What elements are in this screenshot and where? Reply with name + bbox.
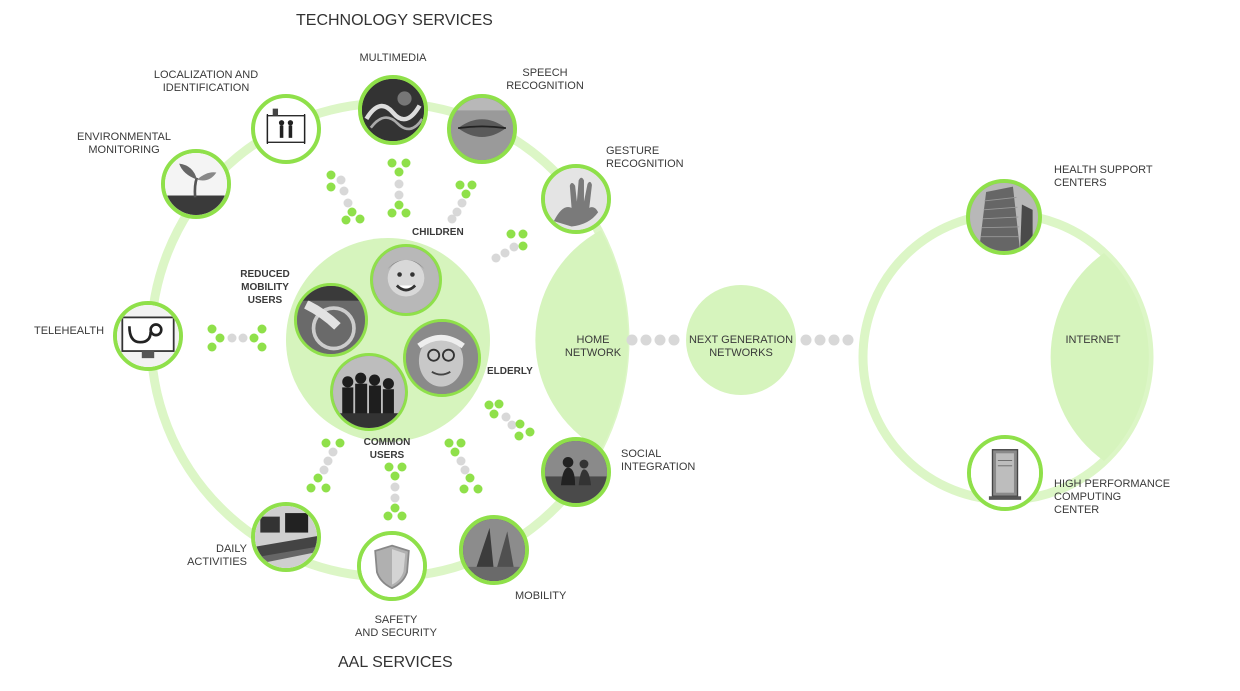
label-line: RECOGNITION <box>506 80 584 92</box>
localization-label: LOCALIZATION AND IDENTIFICATION <box>150 69 262 95</box>
safety-label: SAFETY AND SECURITY <box>346 614 446 640</box>
children-label: CHILDREN <box>412 226 464 239</box>
label-line: USERS <box>247 295 283 306</box>
connector-social <box>484 399 535 441</box>
network-connector-left <box>626 334 680 346</box>
label-line: HOME <box>576 334 610 346</box>
daily-activities-label: DAILY ACTIVITIES <box>180 543 247 569</box>
label-line: INTEGRATION <box>621 461 696 473</box>
label-line: SAFETY <box>374 614 418 626</box>
elderly-label: ELDERLY <box>487 365 533 378</box>
label-line: RECOGNITION <box>606 158 684 170</box>
label-line: COMPUTING <box>1054 491 1122 503</box>
social-label: SOCIAL INTEGRATION <box>621 448 695 474</box>
mobility-label: MOBILITY <box>515 590 566 603</box>
connector-mobility <box>444 438 483 494</box>
telehealth-icon <box>113 301 183 371</box>
elderly-photo <box>403 319 481 397</box>
aal-services-title: AAL SERVICES <box>338 654 453 671</box>
connector-speech <box>447 180 477 224</box>
label-line: HEALTH SUPPORT <box>1054 164 1153 176</box>
label-line: DAILY <box>216 543 247 555</box>
connector-localization <box>326 170 365 225</box>
speech-label: SPEECH RECOGNITION <box>500 67 590 93</box>
label-line: LOCALIZATION AND <box>153 69 259 81</box>
connector-safety <box>383 462 407 521</box>
label-line: IDENTIFICATION <box>162 82 250 94</box>
common-users-label: COMMON USERS <box>347 436 427 462</box>
mobility-icon <box>459 515 529 585</box>
label-line: USERS <box>369 450 405 461</box>
gesture-icon <box>541 164 611 234</box>
label-line: COMMON <box>363 437 411 448</box>
internet-label: INTERNET <box>1053 334 1133 347</box>
children-photo <box>370 244 442 316</box>
next-generation-label: NEXT GENERATION NETWORKS <box>681 334 801 360</box>
shield-icon <box>357 531 427 601</box>
label-line: GESTURE <box>606 145 660 157</box>
label-line: NETWORKS <box>709 347 773 359</box>
network-connector-right <box>800 334 854 346</box>
localization-icon <box>251 94 321 164</box>
connector-gesture <box>491 229 528 263</box>
common-users-photo <box>330 353 408 431</box>
environmental-label: ENVIRONMENTAL MONITORING <box>72 131 176 157</box>
label-line: NEXT GENERATION <box>688 334 794 346</box>
speech-icon <box>447 94 517 164</box>
label-line: HIGH PERFORMANCE <box>1054 478 1171 490</box>
internet-lens <box>1050 253 1149 461</box>
label-line: NETWORK <box>564 347 622 359</box>
hpc-label: HIGH PERFORMANCE COMPUTING CENTER <box>1054 478 1170 517</box>
label-line: TELEHEALTH <box>34 325 105 337</box>
label-line: CHILDREN <box>412 227 464 238</box>
multimedia-label: MULTIMEDIA <box>353 52 433 65</box>
label-line: MOBILITY <box>515 590 567 602</box>
reduced-mobility-photo <box>294 283 368 357</box>
label-line: REDUCED <box>240 269 290 280</box>
connector-multimedia <box>387 158 411 218</box>
label-line: AND SECURITY <box>355 627 437 639</box>
gesture-label: GESTURE RECOGNITION <box>606 145 684 171</box>
label-line: MULTIMEDIA <box>359 52 427 64</box>
label-line: SPEECH <box>522 67 568 79</box>
home-network-label: HOME NETWORK <box>553 334 633 360</box>
reduced-mobility-label: REDUCED MOBILITY USERS <box>230 268 300 307</box>
multimedia-icon <box>358 75 428 145</box>
label-line: CENTER <box>1054 504 1100 516</box>
next-generation-circle <box>686 285 796 395</box>
label-line: ENVIRONMENTAL <box>77 131 171 143</box>
social-icon <box>541 437 611 507</box>
label-line: CENTERS <box>1054 177 1107 189</box>
dot-connectors <box>207 158 535 521</box>
daily-activities-icon <box>251 502 321 572</box>
home-network-lens <box>535 230 629 450</box>
server-icon <box>967 435 1043 511</box>
label-line: ELDERLY <box>487 366 533 377</box>
connector-daily <box>306 438 345 493</box>
health-support-label: HEALTH SUPPORT CENTERS <box>1054 164 1153 190</box>
label-line: ACTIVITIES <box>187 556 247 568</box>
connector-telehealth <box>207 324 267 352</box>
label-line: INTERNET <box>1065 334 1121 346</box>
telehealth-label: TELEHEALTH <box>34 325 104 338</box>
label-line: SOCIAL <box>621 448 662 460</box>
technology-services-title: TECHNOLOGY SERVICES <box>296 12 493 29</box>
label-line: MONITORING <box>88 144 160 156</box>
environmental-icon <box>161 149 231 219</box>
building-icon <box>966 179 1042 255</box>
label-line: MOBILITY <box>241 282 289 293</box>
